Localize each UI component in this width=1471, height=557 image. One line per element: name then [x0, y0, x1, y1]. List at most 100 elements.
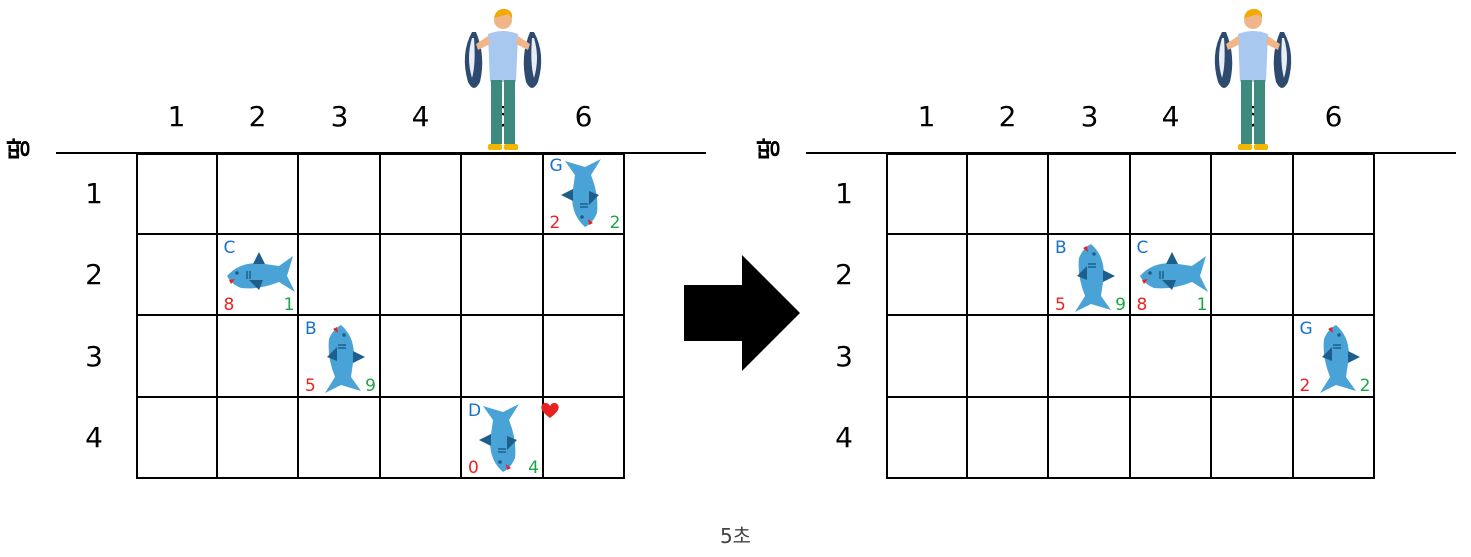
grid-cell [1293, 316, 1375, 398]
shark-speed: 8 [1136, 294, 1148, 315]
shark-g: G 2 2 [1295, 317, 1376, 398]
row-label: 1 [835, 177, 853, 210]
shark-c: C 8 1 [219, 236, 300, 317]
fisherman-icon [1208, 4, 1298, 154]
grid-cell [543, 153, 625, 235]
shark-letter: C [223, 237, 236, 258]
grid-cell [1293, 397, 1375, 479]
grid-cell [1212, 234, 1294, 316]
shark-speed: 8 [223, 294, 235, 315]
grid-cell [886, 397, 968, 479]
grid-cell [136, 234, 218, 316]
row-label: 2 [85, 258, 103, 291]
shark-size: 1 [283, 294, 295, 315]
shark-g: G 2 2 [545, 154, 626, 235]
shark-letter: G [1299, 319, 1313, 339]
shark-speed: 0 [468, 457, 479, 478]
grid-cell [1049, 316, 1131, 398]
column-label: 6 [574, 100, 593, 133]
ground-label: 땅 [5, 137, 33, 161]
grid-cell [1212, 397, 1294, 479]
grid-cell [886, 234, 968, 316]
column-label: 1 [917, 100, 936, 133]
grid-cell [1293, 153, 1375, 235]
grid-cell [462, 153, 544, 235]
row-label: 4 [85, 421, 103, 454]
grid-cell [299, 316, 381, 398]
time-caption: 5초 [719, 524, 752, 548]
grid-cell [136, 397, 218, 479]
grid-cell [217, 153, 299, 235]
column-label: 3 [330, 100, 349, 133]
grid-cell [543, 234, 625, 316]
grid-cell [299, 153, 381, 235]
row-label: 3 [835, 340, 853, 373]
grid-cell [1212, 316, 1294, 398]
grid-cell [886, 316, 968, 398]
grid-cell [1212, 153, 1294, 235]
grid-cell [462, 234, 544, 316]
grid-cell [217, 316, 299, 398]
grid-cell [299, 234, 381, 316]
grid-cell [1130, 316, 1212, 398]
column-label: 1 [167, 100, 186, 133]
row-label: 2 [835, 258, 853, 291]
grid-cell [1293, 234, 1375, 316]
shark-b: B 5 9 [1050, 236, 1131, 317]
fisherman-icon [458, 4, 548, 154]
shark-speed: 2 [549, 213, 561, 233]
grid-cell [967, 316, 1049, 398]
grid-cell [380, 234, 462, 316]
grid-cell [462, 397, 544, 479]
shark-speed: 2 [1299, 376, 1311, 396]
shark-letter: C [1136, 237, 1149, 258]
grid-cell [886, 153, 968, 235]
grid-cell [1130, 234, 1212, 316]
grid-cell [380, 153, 462, 235]
shark-speed: 5 [305, 376, 316, 396]
shark-size: 1 [1196, 294, 1208, 315]
grid-cell [543, 397, 625, 479]
grid-cell [1130, 153, 1212, 235]
shark-letter: G [549, 156, 563, 176]
shark-size: 9 [365, 376, 376, 396]
column-label: 2 [248, 100, 267, 133]
grid-cell [1049, 397, 1131, 479]
shark-b: B 5 9 [300, 317, 381, 398]
shark-speed: 5 [1055, 294, 1066, 315]
grid-cell [299, 397, 381, 479]
grid-cell [967, 234, 1049, 316]
column-label: 4 [411, 100, 430, 133]
grid-cell [967, 397, 1049, 479]
row-label: 1 [85, 177, 103, 210]
shark-letter: D [468, 400, 482, 421]
column-label: 2 [998, 100, 1017, 133]
grid-cell [1049, 153, 1131, 235]
shark-letter: B [1055, 237, 1067, 258]
ground-label: 땅 [755, 137, 783, 161]
grid-cell [217, 397, 299, 479]
row-label: 4 [835, 421, 853, 454]
grid-cell [136, 316, 218, 398]
column-label: 3 [1080, 100, 1099, 133]
shark-size: 2 [1359, 376, 1371, 396]
grid-cell [967, 153, 1049, 235]
shark-d: D 0 4 [463, 399, 559, 480]
grid-cell [380, 316, 462, 398]
shark-size: 9 [1115, 294, 1126, 315]
shark-c: C 8 1 [1132, 236, 1213, 317]
grid-cell [380, 397, 462, 479]
grid-cell [217, 234, 299, 316]
shark-letter: B [305, 319, 317, 339]
column-label: 4 [1161, 100, 1180, 133]
grid-cell [543, 316, 625, 398]
right-arrow-icon [684, 255, 800, 371]
shark-size: 4 [528, 457, 539, 478]
grid-cell [136, 153, 218, 235]
shark-size: 2 [609, 213, 621, 233]
grid-cell [1130, 397, 1212, 479]
